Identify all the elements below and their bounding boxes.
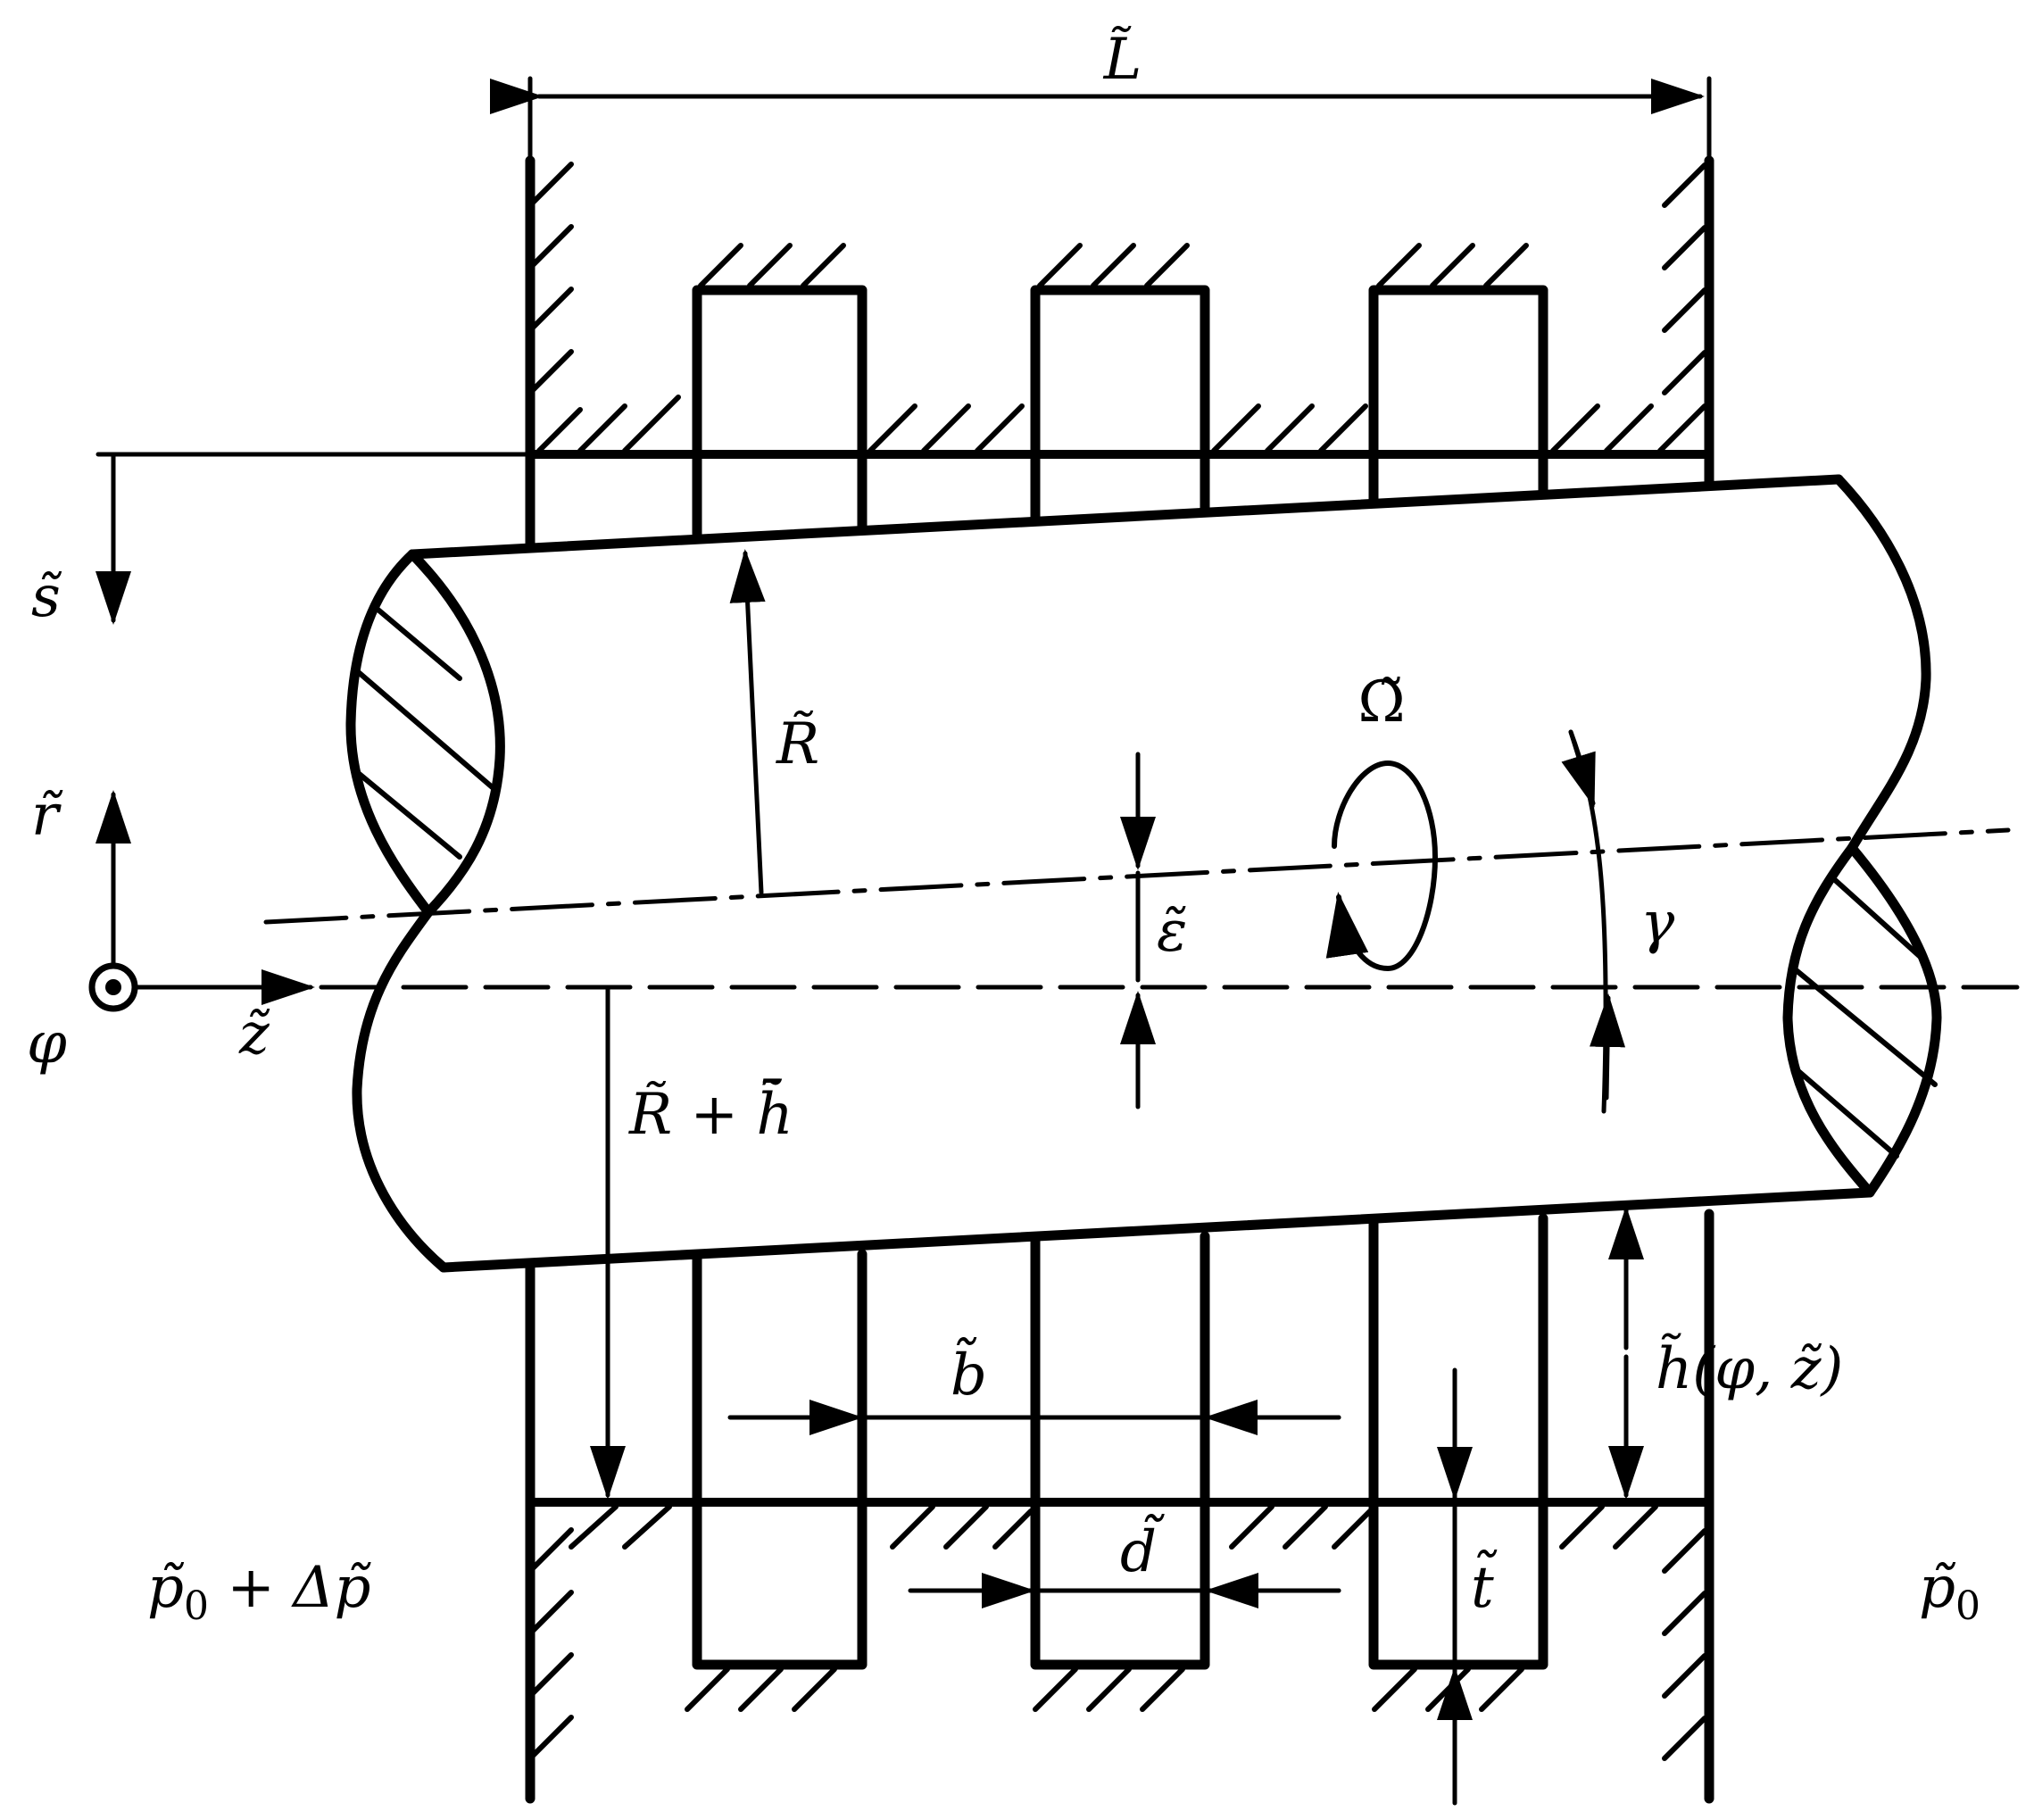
label-axis-phi: φ <box>27 1010 67 1076</box>
shaft-left-break-inner <box>407 549 505 918</box>
dimension-length <box>490 76 1712 163</box>
label-groove-width: d̃ <box>1120 1514 1166 1585</box>
left-section-hatch <box>353 604 498 860</box>
label-pressure-right: p̃0 <box>1919 1555 1980 1629</box>
upper-teeth <box>692 285 1548 539</box>
dimension-tooth-depth <box>1371 1367 1484 1806</box>
label-tooth-width: b̃ <box>951 1337 987 1409</box>
label-axis-r: r̃ <box>31 783 63 849</box>
tilt-angle-arc <box>1561 729 1626 1114</box>
housing-hatching <box>527 162 1707 1761</box>
lower-tooth-1 <box>692 1249 868 1670</box>
dimension-radius <box>729 549 766 895</box>
label-gap-function: h̃(φ, z̃) <box>1656 1334 1843 1402</box>
label-eccentricity: ε̃ <box>1157 899 1187 965</box>
label-radius-clearance: R̃ + h̃̄ <box>628 1078 793 1148</box>
rotation-arrow <box>1325 760 1438 971</box>
label-radius: R̃ <box>776 711 819 777</box>
shaft-right-break-inner <box>1847 843 1942 1198</box>
label-rotation: Ω̃ <box>1357 669 1405 735</box>
lower-tooth-3 <box>1368 1213 1548 1670</box>
housing <box>525 155 1714 1804</box>
coordinate-system <box>88 790 315 1012</box>
label-pressure-left: p̃0 + Δp̃ <box>147 1555 371 1629</box>
lower-tooth-2 <box>1030 1231 1210 1670</box>
label-tilt-angle: γ <box>1640 890 1675 956</box>
shaft-bottom-edge <box>438 1187 1875 1273</box>
dimension-s-offset <box>95 452 533 625</box>
label-tooth-depth: t̃ <box>1471 1550 1498 1621</box>
shaft <box>345 474 1942 1273</box>
upper-tooth-3 <box>1368 285 1548 505</box>
phi-axis-dot <box>105 979 121 995</box>
upper-tooth-1 <box>692 285 868 539</box>
label-length: L̃ <box>1103 26 1142 93</box>
shaft-top-edge <box>407 474 1844 560</box>
lower-teeth <box>692 1213 1548 1670</box>
label-axis-z: z̃ <box>238 1001 270 1068</box>
upper-tooth-2 <box>1030 285 1210 523</box>
label-axis-s: s̃ <box>31 564 62 630</box>
